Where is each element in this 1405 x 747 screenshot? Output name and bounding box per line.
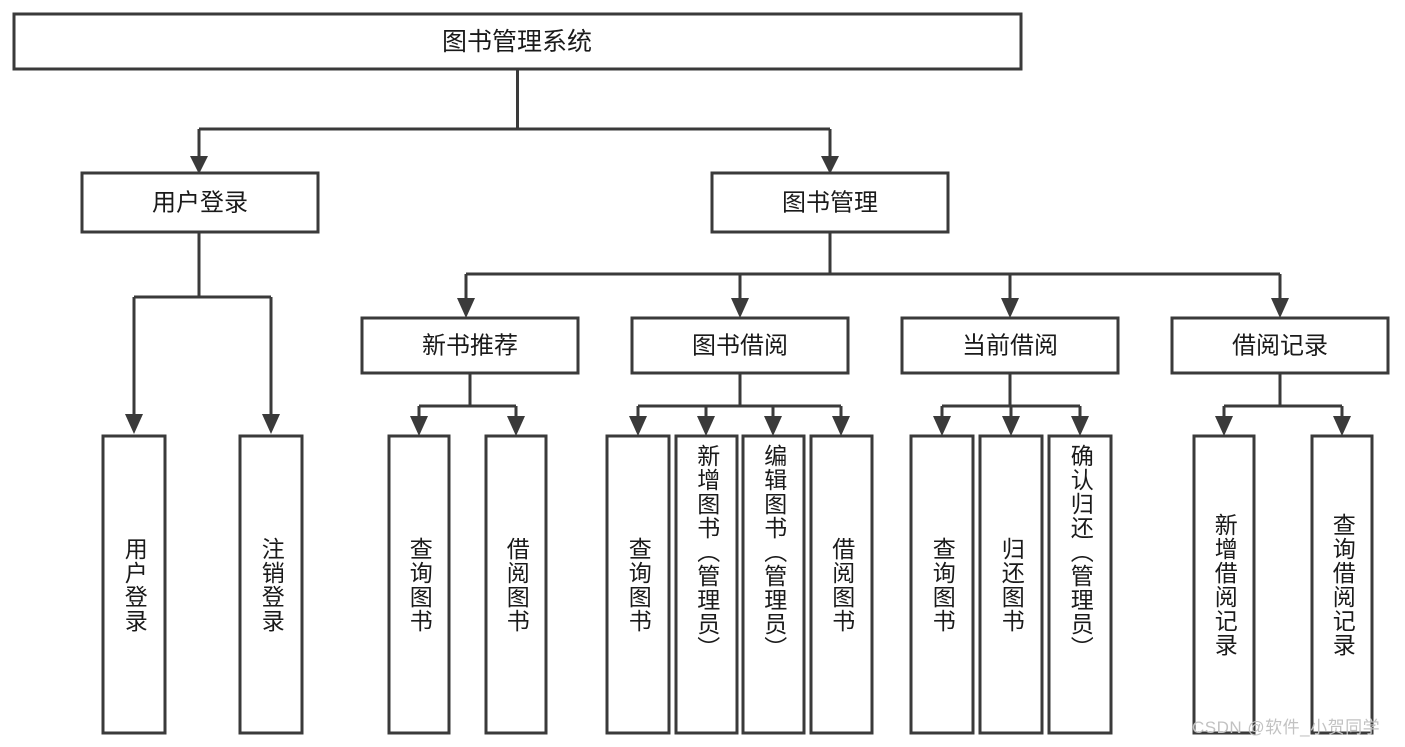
- node-leaf-add-record-box[interactable]: [1192, 434, 1256, 735]
- node-book-management-box[interactable]: [710, 171, 950, 234]
- node-root[interactable]: 图书管理系统: [12, 12, 1023, 71]
- node-leaf-borrow-book-1-box[interactable]: [484, 434, 548, 735]
- node-borrow-record-label: 借阅记录: [1232, 333, 1328, 360]
- node-leaf-confirm-return-box[interactable]: [1047, 434, 1113, 735]
- node-leaf-user-login-box[interactable]: [101, 434, 167, 735]
- node-leaf-query-book-2-box[interactable]: [605, 434, 671, 735]
- connector-group-new-book-recommend: [410, 373, 525, 436]
- node-new-book-recommend-label: 新书推荐: [422, 333, 518, 360]
- connector-group-user-login: [125, 232, 280, 434]
- node-borrow-record-box[interactable]: [1170, 316, 1390, 375]
- node-current-borrow[interactable]: 当前借阅: [900, 316, 1120, 375]
- arrow-head-leaf-query-record: [1333, 416, 1351, 436]
- arrow-head-leaf-add-record: [1215, 416, 1233, 436]
- arrow-head-leaf-query-book-1: [410, 416, 428, 436]
- node-root-box[interactable]: [12, 12, 1023, 71]
- node-leaf-borrow-book-2-box[interactable]: [809, 434, 874, 735]
- node-leaf-query-book-1-box[interactable]: [387, 434, 451, 735]
- node-book-borrow[interactable]: 图书借阅: [630, 316, 850, 375]
- node-new-book-recommend-box[interactable]: [360, 316, 580, 375]
- arrow-head-leaf-add-book: [697, 416, 715, 436]
- node-current-borrow-label: 当前借阅: [962, 333, 1058, 360]
- arrow-head-book-borrow: [731, 298, 749, 318]
- node-leaf-edit-book-box[interactable]: [741, 434, 806, 735]
- connector-group-book-borrow: [629, 373, 850, 436]
- node-new-book-recommend[interactable]: 新书推荐: [360, 316, 580, 375]
- arrow-head-borrow-record: [1271, 298, 1289, 318]
- node-leaf-query-book-3-box[interactable]: [909, 434, 975, 735]
- arrow-head-current-borrow: [1001, 298, 1019, 318]
- node-leaf-return-book-box[interactable]: [978, 434, 1044, 735]
- node-leaf-add-book-box[interactable]: [674, 434, 739, 735]
- node-book-borrow-label: 图书借阅: [692, 333, 788, 360]
- arrow-head-leaf-confirm-return: [1071, 416, 1089, 436]
- arrow-head-leaf-borrow-book-2: [832, 416, 850, 436]
- connector-group-root: [190, 69, 839, 174]
- arrow-head-book-management: [821, 156, 839, 174]
- node-current-borrow-box[interactable]: [900, 316, 1120, 375]
- arrow-head-leaf-query-book-3: [933, 416, 951, 436]
- node-user-login[interactable]: 用户登录: [80, 171, 320, 234]
- node-root-label: 图书管理系统: [442, 28, 592, 56]
- node-borrow-record[interactable]: 借阅记录: [1170, 316, 1390, 375]
- node-book-borrow-box[interactable]: [630, 316, 850, 375]
- node-user-login-label: 用户登录: [152, 190, 248, 217]
- arrow-head-leaf-user-login: [125, 414, 143, 434]
- arrow-head-leaf-logout: [262, 414, 280, 434]
- arrow-head-leaf-query-book-2: [629, 416, 647, 436]
- connector-group-current-borrow: [933, 373, 1089, 436]
- node-leaf-logout-box[interactable]: [238, 434, 304, 735]
- arrow-head-leaf-borrow-book-1: [507, 416, 525, 436]
- node-book-management[interactable]: 图书管理: [710, 171, 950, 234]
- arrow-head-user-login: [190, 156, 208, 174]
- node-user-login-box[interactable]: [80, 171, 320, 234]
- connector-group-borrow-record: [1215, 373, 1351, 436]
- node-book-management-label: 图书管理: [782, 190, 878, 217]
- arrow-head-new-book-recommend: [457, 298, 475, 318]
- connector-group-book-management: [457, 232, 1289, 318]
- arrow-head-leaf-edit-book: [764, 416, 782, 436]
- watermark-text: CSDN @软件_小贺同学: [1192, 718, 1381, 737]
- arrow-head-leaf-return-book: [1002, 416, 1020, 436]
- node-leaf-query-record-box[interactable]: [1310, 434, 1374, 735]
